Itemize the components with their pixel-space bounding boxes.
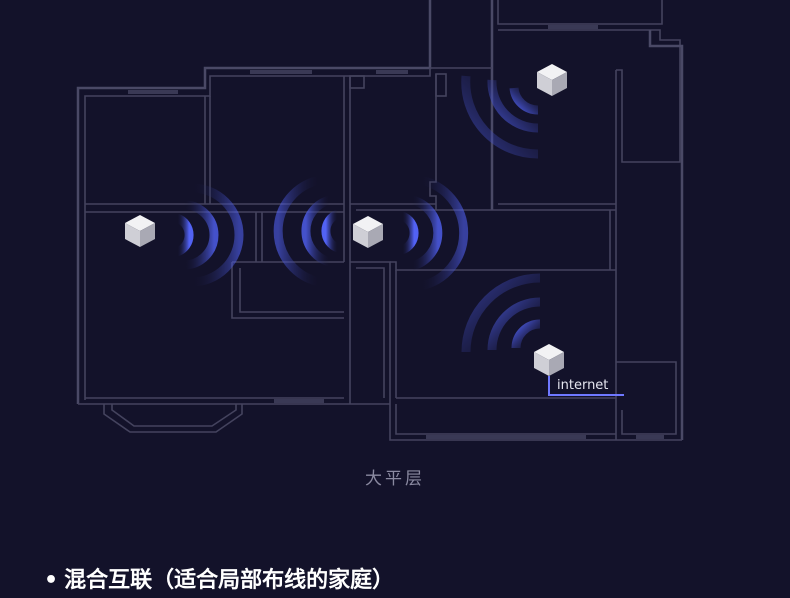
wifi-wave-node-2-left (273, 175, 340, 287)
wifi-wave-node-2-right (400, 175, 469, 291)
wifi-wave-node-1 (175, 183, 244, 287)
openings (128, 25, 664, 439)
walls (76, 0, 684, 441)
internet-cable (548, 376, 624, 396)
floor-plan-caption: 大平层 (365, 469, 425, 489)
wifi-wave-node-4 (461, 273, 541, 353)
wifi-wave-node-3 (461, 75, 539, 159)
bullet-icon: • (44, 568, 59, 593)
section-heading-text: 混合互联（适合局部布线的家庭） (64, 568, 395, 593)
mesh-node-1 (125, 215, 155, 247)
mesh-node-2 (353, 216, 383, 248)
mesh-node-3 (537, 64, 567, 96)
mesh-node-4 (534, 344, 564, 376)
section-heading: •混合互联（适合局部布线的家庭） (44, 562, 394, 594)
floor-plan: internet (76, 0, 684, 441)
internet-label: internet (557, 378, 608, 393)
